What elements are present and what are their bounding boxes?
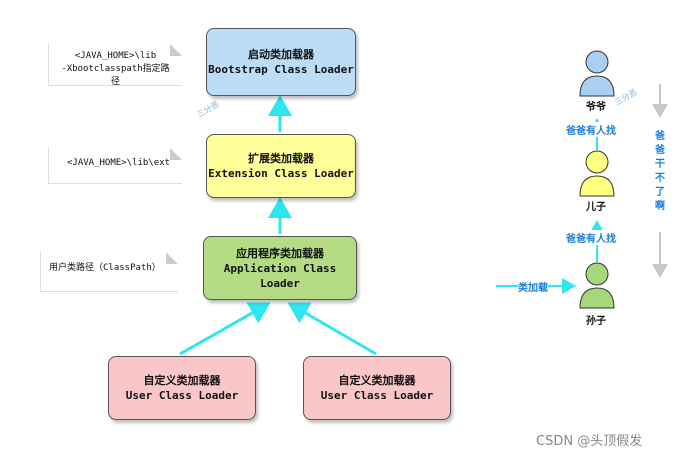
application-path-note: 用户类路径（ClassPath）	[40, 252, 178, 292]
arrow-user2-to-application	[287, 302, 377, 356]
son-person-icon	[579, 150, 615, 197]
user-loader-left-cn: 自定义类加载器	[143, 374, 221, 387]
user-loader-box-left: 自定义类加载器 User Class Loader	[108, 356, 256, 420]
user-loader-right-en: User Class Loader	[320, 389, 434, 402]
bootstrap-loader-box: 启动类加载器 Bootstrap Class Loader	[206, 28, 356, 96]
bootstrap-path-line1: <JAVA_HOME>\lib	[74, 51, 157, 61]
class-load-input-label: 类加载	[518, 279, 548, 294]
extension-loader-cn: 扩展类加载器	[248, 152, 314, 165]
user-loader-left-en: User Class Loader	[125, 389, 239, 402]
side-vertical-text: 爸爸干不了啊	[655, 131, 665, 212]
extension-path-text: <JAVA_HOME>\lib\ext	[67, 158, 170, 168]
bootstrap-loader-cn: 启动类加载器	[248, 48, 314, 61]
bootstrap-path-note: <JAVA_HOME>\lib -Xbootclasspath指定路径	[48, 44, 182, 86]
user-loader-right-cn: 自定义类加载器	[338, 374, 416, 387]
edge-label-lower: 爸爸有人找	[566, 230, 616, 245]
application-loader-cn: 应用程序类加载器	[236, 246, 324, 260]
edge-label-upper: 爸爸有人找	[566, 122, 616, 137]
bootstrap-path-line2: -Xbootclasspath指定路径	[61, 64, 170, 87]
arrow-user1-to-application	[179, 302, 271, 356]
extension-path-note: <JAVA_HOME>\lib\ext	[48, 148, 182, 184]
son-label: 儿子	[586, 202, 606, 213]
application-path-text: 用户类路径（ClassPath）	[49, 263, 161, 273]
application-loader-en: Application Class Loader	[223, 261, 337, 290]
extension-loader-en: Extension Class Loader	[208, 167, 354, 180]
grandson-label: 孙子	[586, 316, 606, 327]
grandpa-label: 爷爷	[586, 102, 606, 113]
application-loader-box: 应用程序类加载器 Application Class Loader	[203, 236, 357, 300]
csdn-watermark: CSDN @头顶假发	[536, 434, 643, 449]
extension-loader-box: 扩展类加载器 Extension Class Loader	[206, 134, 356, 198]
grandson-person-icon	[579, 262, 615, 309]
grandpa-person-icon	[579, 50, 615, 97]
bootstrap-loader-en: Bootstrap Class Loader	[208, 63, 354, 76]
user-loader-box-right: 自定义类加载器 User Class Loader	[303, 356, 451, 420]
